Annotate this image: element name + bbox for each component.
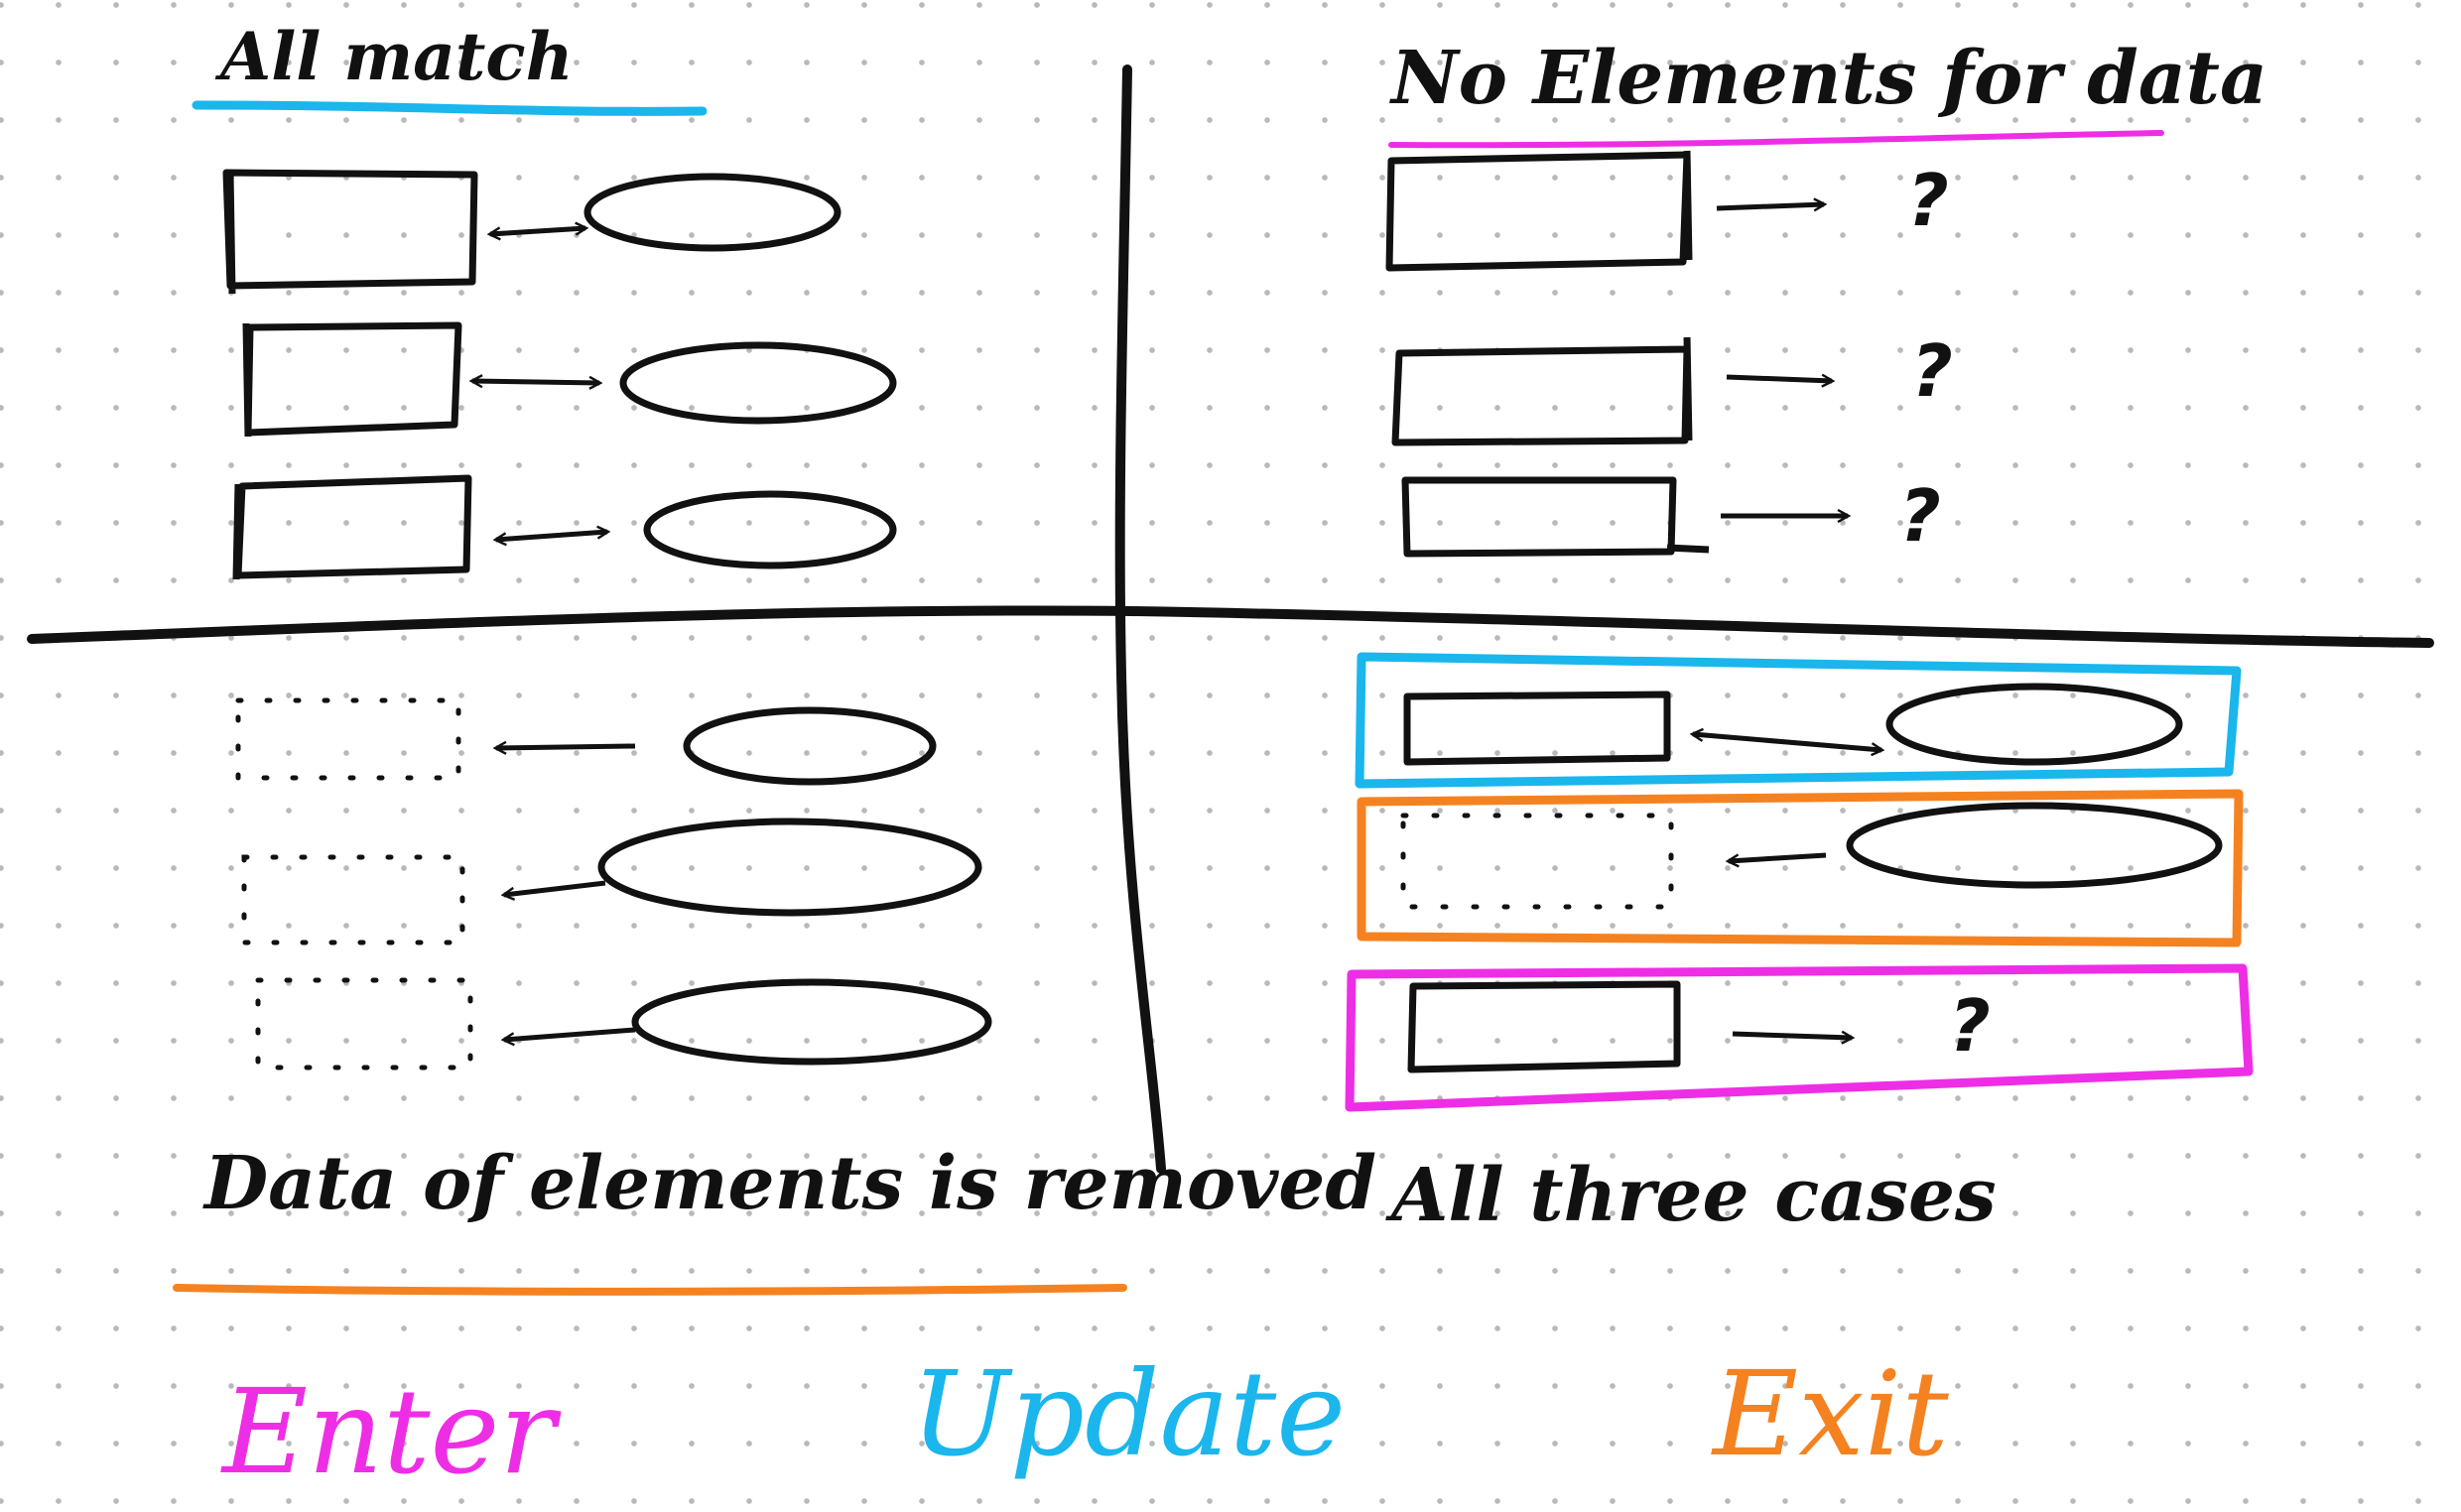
- arrow: [504, 883, 605, 895]
- element-rectangle: [1411, 984, 1677, 1070]
- no-elements-row-2: [1395, 337, 1832, 442]
- data-ellipse: [687, 710, 933, 782]
- question-mark-3: ?: [1899, 474, 1941, 558]
- removed-row-1: [238, 700, 933, 782]
- no-elements-row-1: [1389, 151, 1824, 268]
- question-mark-2: ?: [1911, 329, 1953, 413]
- all-match-underline: [196, 105, 703, 111]
- data-ellipse: [601, 821, 978, 913]
- arrow: [1727, 377, 1832, 381]
- no-elements-title: No Elements for data: [1391, 36, 2267, 121]
- exit-frame: [1361, 794, 2239, 943]
- data-ellipse: [587, 177, 838, 248]
- question-mark-4: ?: [1949, 984, 1991, 1068]
- no-elements-row-3: [1405, 480, 1848, 554]
- removed-row-2: [244, 821, 978, 943]
- element-rectangle: [1389, 151, 1689, 268]
- data-ellipse: [623, 345, 893, 421]
- element-rectangle: [226, 173, 474, 294]
- double-arrow: [496, 532, 607, 540]
- element-rectangle: [236, 478, 468, 579]
- double-arrow: [472, 381, 599, 383]
- data-ellipse: [1889, 687, 2179, 762]
- data-removed-underline: [177, 1288, 1123, 1292]
- element-rectangle: [1395, 337, 1689, 442]
- all-match-row-1: [226, 173, 838, 294]
- all-match-row-2: [246, 323, 893, 437]
- arrow: [1717, 204, 1824, 208]
- element-rectangle: [1405, 480, 1709, 554]
- all-three-cases-title: All three cases: [1391, 1153, 1997, 1238]
- all-match-title: All match: [220, 18, 574, 95]
- data-ellipse: [647, 494, 893, 566]
- dotted-element-placeholder: [1403, 816, 1671, 907]
- legend-exit: Exit: [1713, 1345, 1949, 1482]
- arrow: [1729, 855, 1826, 861]
- data-ellipse: [1850, 806, 2219, 885]
- data-removed-title: Data of elements is removed: [204, 1141, 1377, 1226]
- enter-frame: [1350, 968, 2249, 1107]
- legend-update: Update: [911, 1345, 1347, 1482]
- data-ellipse: [635, 982, 988, 1062]
- case-enter-row: [1350, 968, 2249, 1107]
- dotted-element-placeholder: [238, 700, 458, 778]
- arrow: [496, 746, 635, 748]
- update-frame: [1360, 657, 2237, 784]
- horizontal-divider: [32, 610, 2429, 643]
- case-exit-row: [1361, 794, 2239, 943]
- question-mark-1: ?: [1907, 159, 1949, 242]
- no-elements-underline: [1391, 133, 2161, 145]
- arrow: [1733, 1034, 1852, 1038]
- double-arrow: [1693, 734, 1881, 750]
- arrow: [504, 1030, 635, 1040]
- case-update-row: [1360, 657, 2237, 784]
- element-rectangle: [1407, 694, 1667, 762]
- removed-row-3: [258, 980, 988, 1068]
- legend-enter: Enter: [222, 1363, 556, 1500]
- dotted-element-placeholder: [244, 857, 462, 943]
- double-arrow: [490, 228, 585, 234]
- all-match-row-3: [236, 478, 893, 579]
- element-rectangle: [246, 323, 458, 437]
- dotted-element-placeholder: [258, 980, 470, 1068]
- vertical-divider: [1120, 69, 1161, 1169]
